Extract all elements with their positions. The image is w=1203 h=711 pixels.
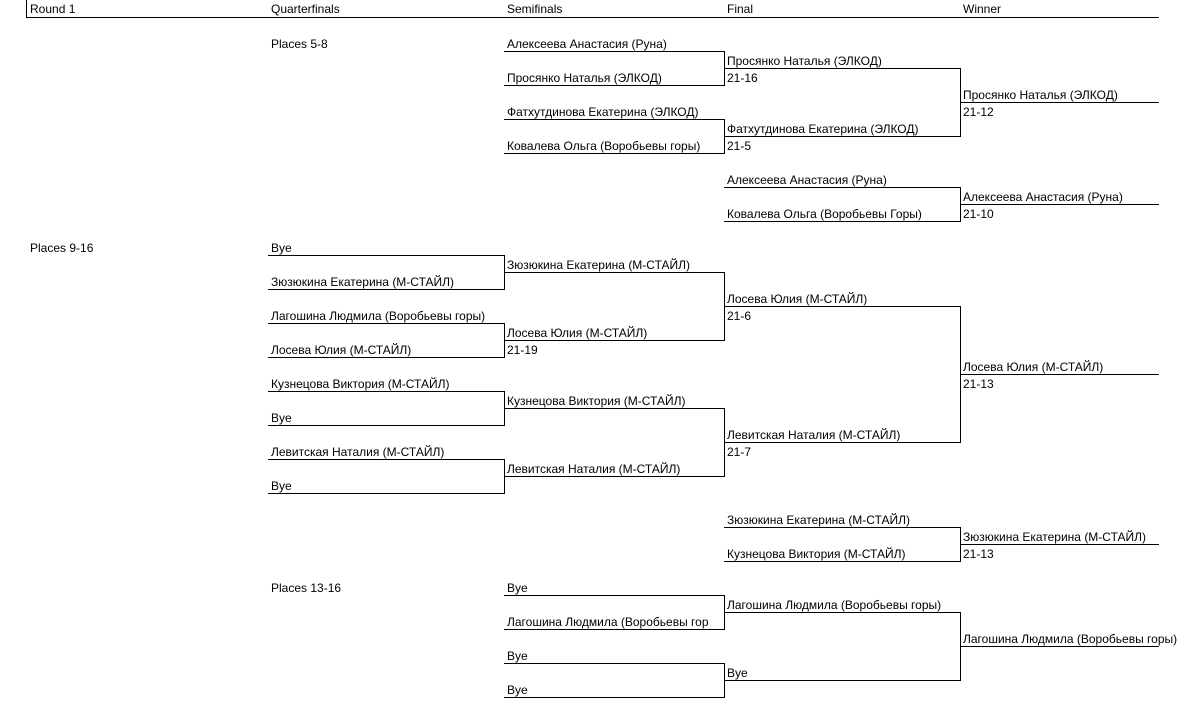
- match-score: 21-6: [727, 309, 752, 323]
- bracket-line: [504, 85, 725, 86]
- bracket-line: [724, 306, 961, 307]
- bracket-entry: Левитская Наталия (М-СТАЙЛ): [271, 445, 445, 459]
- bracket-line: [504, 476, 725, 477]
- bracket-line: [960, 544, 1159, 545]
- bracket-entry: Лагошина Людмила (Воробьевы гор: [507, 615, 709, 629]
- bracket-entry: Левитская Наталия (М-СТАЙЛ): [727, 428, 901, 442]
- bracket-entry: Bye: [271, 411, 292, 425]
- match-score: 21-10: [963, 207, 994, 221]
- bracket-entry: Зюзюкина Екатерина (М-СТАЙЛ): [963, 530, 1146, 544]
- bracket-entry: Bye: [507, 683, 528, 697]
- bracket-entry: Ковалева Ольга (Воробьевы Горы): [727, 207, 922, 221]
- bracket-line: [960, 374, 1159, 375]
- bracket-line: [504, 408, 725, 409]
- bracket-line: [268, 255, 505, 256]
- bracket-entry: Bye: [727, 666, 748, 680]
- bracket-entry: Кузнецова Виктория (М-СТАЙЛ): [507, 394, 686, 408]
- section-label-places-9-16: Places 9-16: [30, 241, 94, 255]
- match-score: 21-5: [727, 139, 752, 153]
- bracket-entry: Левитская Наталия (М-СТАЙЛ): [507, 462, 681, 476]
- header-final: Final: [727, 2, 754, 16]
- header-divider: [26, 0, 27, 18]
- bracket-entry: Лосева Юлия (М-СТАЙЛ): [271, 343, 412, 357]
- header-round-1: Round 1: [30, 2, 76, 16]
- bracket-line: [268, 391, 505, 392]
- match-score: 21-19: [507, 343, 538, 357]
- bracket-line: [724, 136, 961, 137]
- bracket-entry: Просянко Наталья (ЭЛКОД): [507, 71, 662, 85]
- bracket-line: [504, 119, 725, 120]
- bracket-entry: Зюзюкина Екатерина (М-СТАЙЛ): [271, 275, 454, 289]
- bracket-entry: Кузнецова Виктория (М-СТАЙЛ): [271, 377, 450, 391]
- section-label-places-5-8: Places 5-8: [271, 37, 328, 51]
- bracket-entry: Алексеева Анастасия (Руна): [963, 190, 1123, 204]
- bracket-entry: Алексеева Анастасия (Руна): [727, 173, 887, 187]
- header-winner: Winner: [963, 2, 1002, 16]
- bracket-line: [724, 221, 961, 222]
- bracket-entry: Алексеева Анастасия (Руна): [507, 37, 667, 51]
- match-score: 21-16: [727, 71, 758, 85]
- bracket-line: [724, 442, 961, 443]
- match-score: 21-13: [963, 547, 994, 561]
- bracket-line: [268, 357, 505, 358]
- bracket-line: [504, 153, 725, 154]
- bracket-line: [724, 680, 961, 681]
- header-underline: [26, 17, 1159, 18]
- bracket-entry: Лагошина Людмила (Воробьевы горы): [727, 598, 942, 612]
- bracket-line: [268, 289, 505, 290]
- bracket-line: [504, 595, 725, 596]
- bracket-entry: Лосева Юлия (М-СТАЙЛ): [727, 292, 868, 306]
- bracket-line: [504, 272, 725, 273]
- bracket-line: [724, 561, 961, 562]
- bracket-line: [724, 527, 961, 528]
- match-score: 21-12: [963, 105, 994, 119]
- bracket-entry: Лосева Юлия (М-СТАЙЛ): [507, 326, 648, 340]
- bracket-line: [268, 493, 505, 494]
- bracket-line: [960, 204, 1159, 205]
- bracket-entry: Bye: [271, 241, 292, 255]
- bracket-line: [268, 323, 505, 324]
- bracket-line: [724, 68, 961, 69]
- bracket-entry: Лосева Юлия (М-СТАЙЛ): [963, 360, 1104, 374]
- bracket-entry: Просянко Наталья (ЭЛКОД): [963, 88, 1118, 102]
- bracket-line: [724, 612, 961, 613]
- bracket-line: [960, 102, 1159, 103]
- bracket-entry: Фатхутдинова Екатерина (ЭЛКОД): [507, 105, 699, 119]
- section-label-places-13-16: Places 13-16: [271, 581, 342, 595]
- bracket-line: [504, 629, 725, 630]
- match-score: 21-7: [727, 445, 752, 459]
- bracket-line: [504, 663, 725, 664]
- bracket-entry: Лагошина Людмила (Воробьевы горы): [271, 309, 486, 323]
- bracket-line: [504, 340, 725, 341]
- bracket-entry: Bye: [507, 649, 528, 663]
- match-score: 21-13: [963, 377, 994, 391]
- bracket-entry: Зюзюкина Екатерина (М-СТАЙЛ): [507, 258, 690, 272]
- header-semifinals: Semifinals: [507, 2, 563, 16]
- bracket-line: [960, 646, 1159, 647]
- bracket-entry: Зюзюкина Екатерина (М-СТАЙЛ): [727, 513, 910, 527]
- bracket-line: [724, 187, 961, 188]
- bracket-line: [268, 425, 505, 426]
- bracket-entry: Лагошина Людмила (Воробьевы горы): [963, 632, 1178, 646]
- bracket-entry: Bye: [271, 479, 292, 493]
- bracket-entry: Фатхутдинова Екатерина (ЭЛКОД): [727, 122, 919, 136]
- bracket-line: [268, 459, 505, 460]
- bracket-entry: Ковалева Ольга (Воробьевы горы): [507, 139, 701, 153]
- bracket-line: [504, 697, 725, 698]
- bracket-entry: Просянко Наталья (ЭЛКОД): [727, 54, 882, 68]
- bracket-line: [504, 51, 725, 52]
- header-quarterfinals: Quarterfinals: [271, 2, 340, 16]
- bracket-entry: Bye: [507, 581, 528, 595]
- bracket-entry: Кузнецова Виктория (М-СТАЙЛ): [727, 547, 906, 561]
